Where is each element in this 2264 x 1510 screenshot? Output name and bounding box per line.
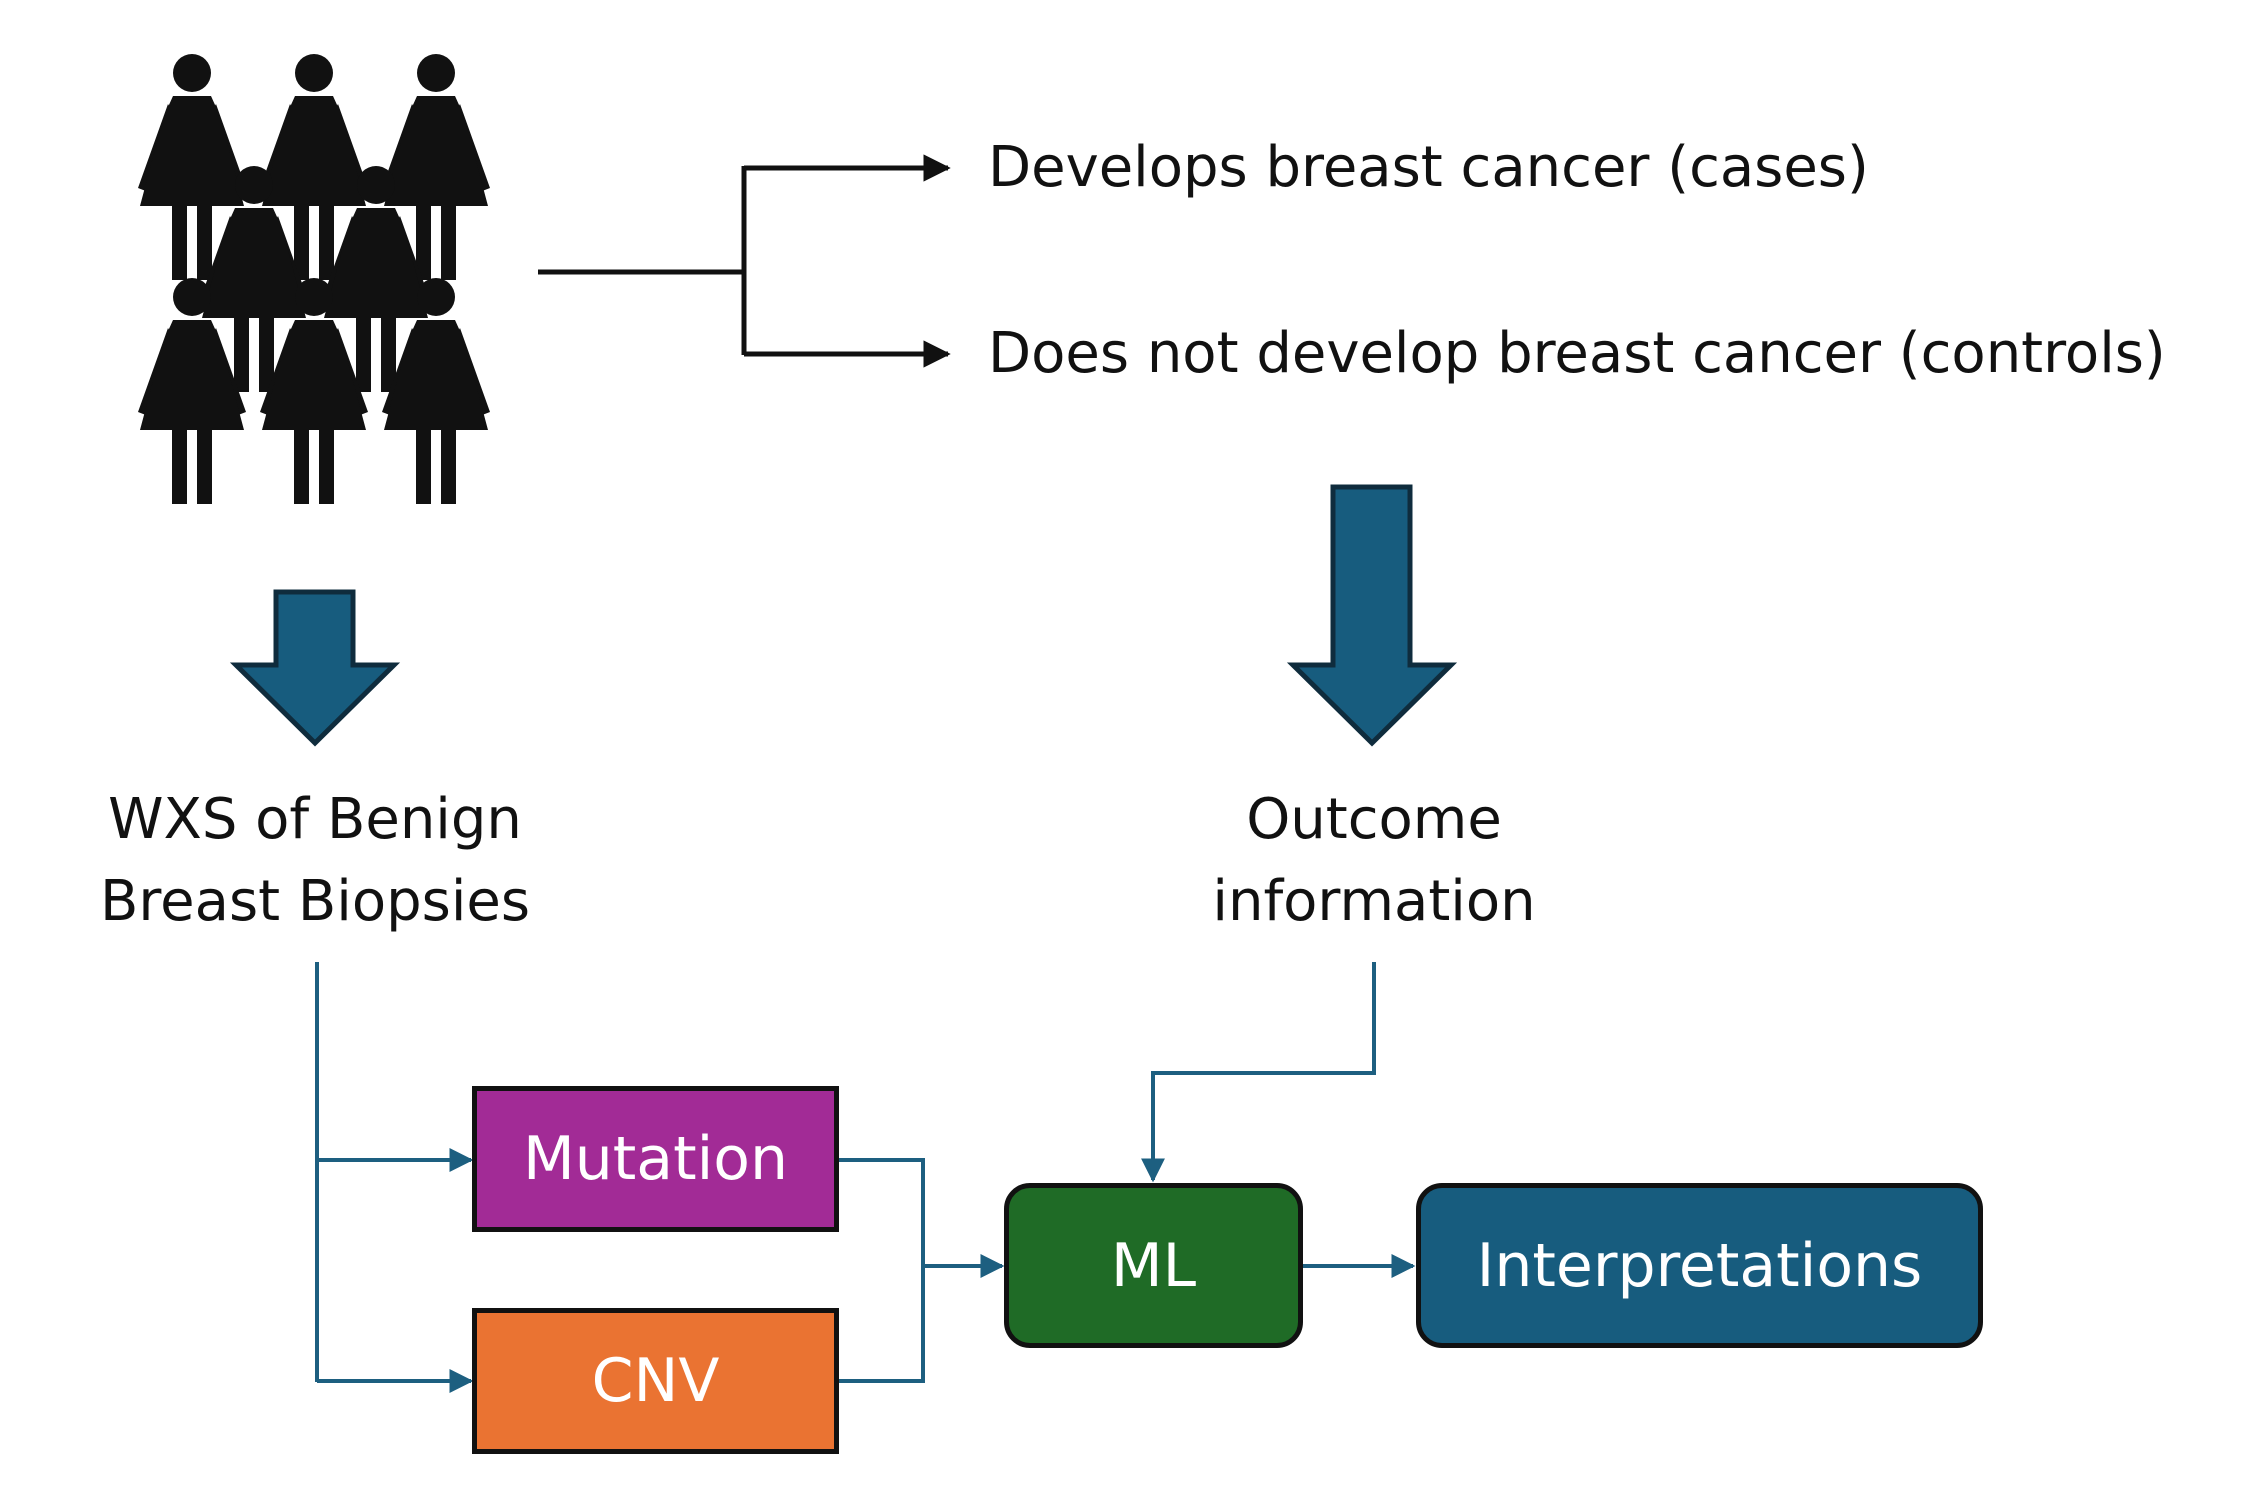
mutation-box-label: Mutation: [522, 1124, 789, 1194]
cnv-box: CNV: [472, 1308, 839, 1454]
outcome-controls-label: Does not develop breast cancer (controls…: [988, 321, 2166, 386]
cnv-box-label: CNV: [591, 1346, 720, 1416]
outcome-info-label-line2: information: [1212, 869, 1536, 934]
wxs-label-line2: Breast Biopsies: [99, 869, 531, 934]
mutation-box: Mutation: [472, 1086, 839, 1232]
outcome-info-label-line1: Outcome: [1246, 787, 1502, 852]
interpretations-box: Interpretations: [1416, 1183, 1983, 1348]
down-arrow-icon-left: [229, 589, 401, 747]
ml-box-label: ML: [1110, 1230, 1197, 1301]
interpretations-box-label: Interpretations: [1476, 1230, 1923, 1301]
arrow-outcome-to-ml: [1141, 962, 1376, 1183]
wxs-label-line1: WXS of Benign: [108, 787, 522, 852]
outcome-branch-connector: [538, 154, 951, 368]
ml-box: ML: [1004, 1183, 1303, 1348]
women-group-icon: [138, 54, 490, 504]
down-arrow-icon-right: [1286, 484, 1458, 747]
flow-connectors: [315, 962, 1416, 1393]
outcome-cases-label: Develops breast cancer (cases): [988, 135, 1869, 200]
